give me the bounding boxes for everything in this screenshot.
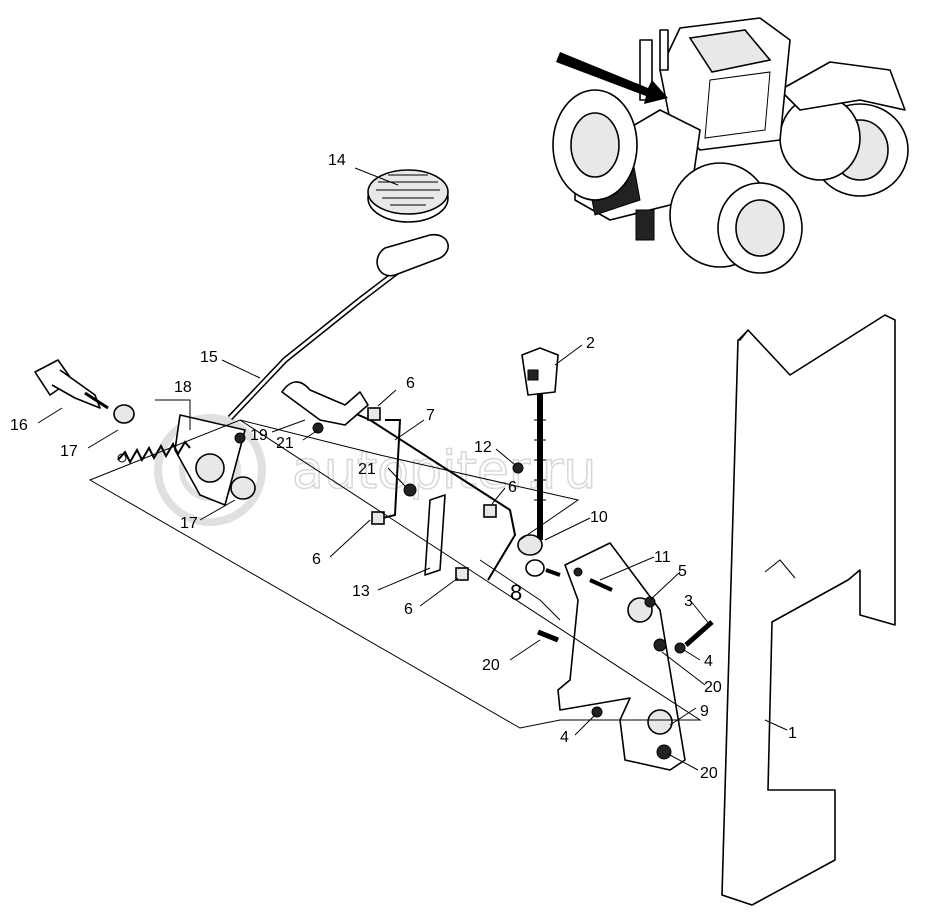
callout-4b: 4 <box>560 729 569 746</box>
callout-6a: 6 <box>406 375 415 392</box>
clips <box>367 407 497 581</box>
callout-21b: 21 <box>358 461 376 478</box>
tractor-illustration <box>552 17 909 274</box>
callout-6c: 6 <box>312 551 321 568</box>
pivot-bolt <box>34 359 109 410</box>
callout-17b: 17 <box>180 515 198 532</box>
callout-7: 7 <box>426 407 435 424</box>
callout-6d: 6 <box>404 601 413 618</box>
watermark-text: autopiter.ru <box>292 441 596 501</box>
callout-19: 19 <box>250 427 268 444</box>
callouts: 14 15 18 16 17 17 19 21 21 6 7 2 12 6 10… <box>10 152 797 782</box>
throttle-cable <box>534 390 546 540</box>
leader-lines <box>37 167 788 771</box>
nuts <box>312 422 524 497</box>
linkage-rod <box>281 381 517 581</box>
throttle-lever <box>517 534 561 577</box>
bolts <box>537 578 714 718</box>
mounting-plate <box>557 542 686 771</box>
bushing <box>113 404 256 500</box>
callout-1: 1 <box>788 725 797 742</box>
callout-20c: 20 <box>700 765 718 782</box>
pedal-bracket <box>174 414 246 506</box>
callout-18: 18 <box>174 379 192 396</box>
callout-6b: 6 <box>508 479 517 496</box>
callout-2: 2 <box>586 335 595 352</box>
callout-17a: 17 <box>60 443 78 460</box>
callout-10: 10 <box>590 509 608 526</box>
watermark: autopiter.ru <box>154 414 597 526</box>
callout-15: 15 <box>200 349 218 366</box>
return-spring <box>117 440 191 465</box>
cable-sensor-connector <box>521 347 559 396</box>
callout-21a: 21 <box>276 435 294 452</box>
callout-3: 3 <box>684 593 693 610</box>
callout-16: 16 <box>10 417 28 434</box>
callout-12: 12 <box>474 439 492 456</box>
callout-20a: 20 <box>482 657 500 674</box>
callout-20b: 20 <box>704 679 722 696</box>
callout-4a: 4 <box>704 653 713 670</box>
callout-14: 14 <box>328 152 346 169</box>
pedal-arm <box>227 233 449 421</box>
cab-frame-panel <box>721 314 896 906</box>
callout-9: 9 <box>700 703 709 720</box>
callout-13: 13 <box>352 583 370 600</box>
callout-11: 11 <box>654 549 671 566</box>
callout-8: 8 <box>510 580 522 605</box>
callout-5: 5 <box>678 563 687 580</box>
